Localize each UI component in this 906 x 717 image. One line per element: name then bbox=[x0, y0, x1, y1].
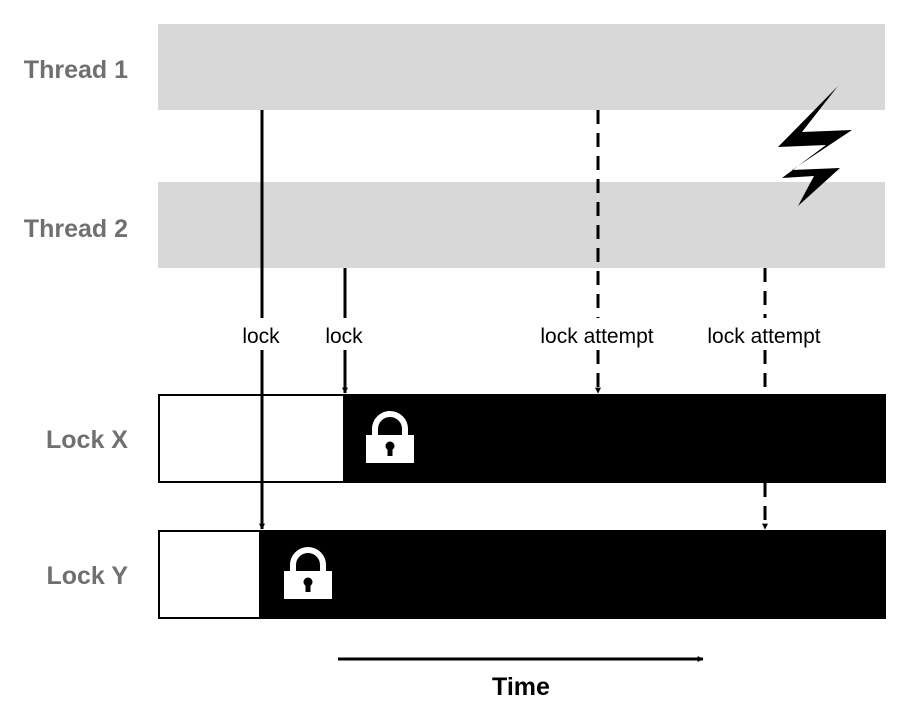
thread-2-label: Thread 2 bbox=[24, 215, 128, 243]
lock-y-label: Lock Y bbox=[46, 562, 128, 590]
thread-1-label: Thread 1 bbox=[24, 56, 128, 84]
thread-1-band bbox=[158, 24, 885, 110]
lock-y-padlock-icon bbox=[284, 547, 332, 599]
lock-x-held-segment bbox=[343, 395, 886, 483]
thread-1-lock-label: lock bbox=[242, 325, 280, 348]
lock-y-held-segment bbox=[259, 531, 886, 619]
lock-x-padlock-icon bbox=[366, 411, 414, 463]
thread-2-band bbox=[158, 182, 885, 268]
lock-x-label: Lock X bbox=[46, 426, 128, 454]
thread-1-lock-attempt-label: lock attempt bbox=[540, 325, 653, 348]
thread-2-lock-label: lock bbox=[325, 325, 363, 348]
lightning-bolt-icon bbox=[778, 86, 852, 206]
thread-2-lock-attempt-label: lock attempt bbox=[707, 325, 820, 348]
time-axis-label: Time bbox=[492, 673, 550, 701]
